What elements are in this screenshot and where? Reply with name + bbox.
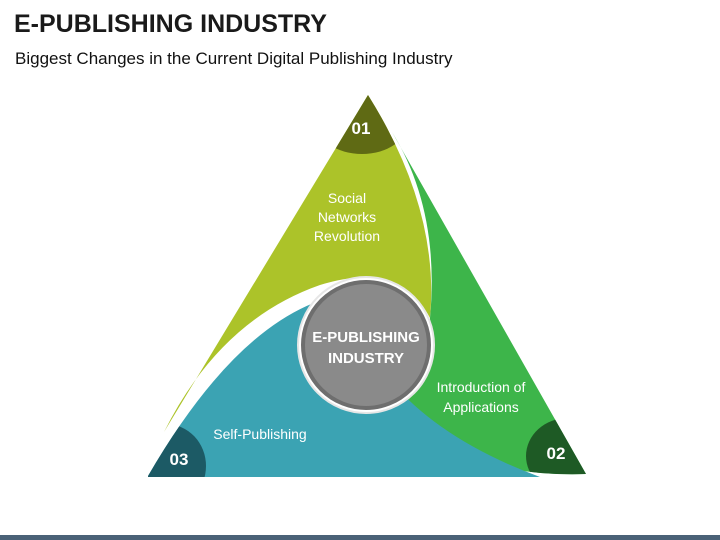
segment-1-label-line-2: Networks <box>318 209 376 225</box>
segment-3-badge <box>148 424 206 477</box>
bottom-accent-bar <box>0 535 720 540</box>
segment-1-label-line-3: Revolution <box>314 228 380 244</box>
segment-2-badge <box>526 418 586 475</box>
page-title: E-PUBLISHING INDUSTRY <box>14 10 327 38</box>
segment-2-label-line-1: Introduction of <box>437 379 526 395</box>
segment-2-shape <box>375 132 586 475</box>
segment-2-number: 02 <box>547 444 566 463</box>
segment-2: 02 Introduction of Applications <box>375 132 586 475</box>
segment-3-number: 03 <box>170 450 189 469</box>
segment-2-label-line-2: Applications <box>443 399 519 415</box>
page-subtitle: Biggest Changes in the Current Digital P… <box>15 49 453 68</box>
segment-1-label-line-1: Social <box>328 190 366 206</box>
center-label-line-1: E-PUBLISHING <box>312 329 420 346</box>
segment-1-shape <box>164 95 432 432</box>
center-circle <box>301 280 431 410</box>
center-hub: E-PUBLISHING INDUSTRY <box>297 276 435 414</box>
segment-1-number: 01 <box>352 119 371 138</box>
center-label-line-2: INDUSTRY <box>328 350 404 367</box>
segment-3-label-line-1: Self-Publishing <box>213 426 306 442</box>
